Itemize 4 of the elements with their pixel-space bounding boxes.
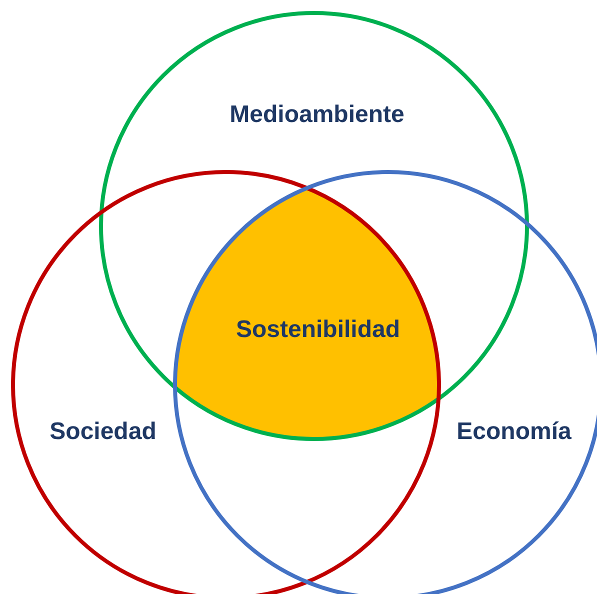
- set-label: Sostenibilidad: [236, 316, 400, 344]
- set-label: Economía: [456, 418, 572, 446]
- set-label: Medioambiente: [230, 101, 404, 129]
- set-label: Sociedad: [50, 418, 156, 446]
